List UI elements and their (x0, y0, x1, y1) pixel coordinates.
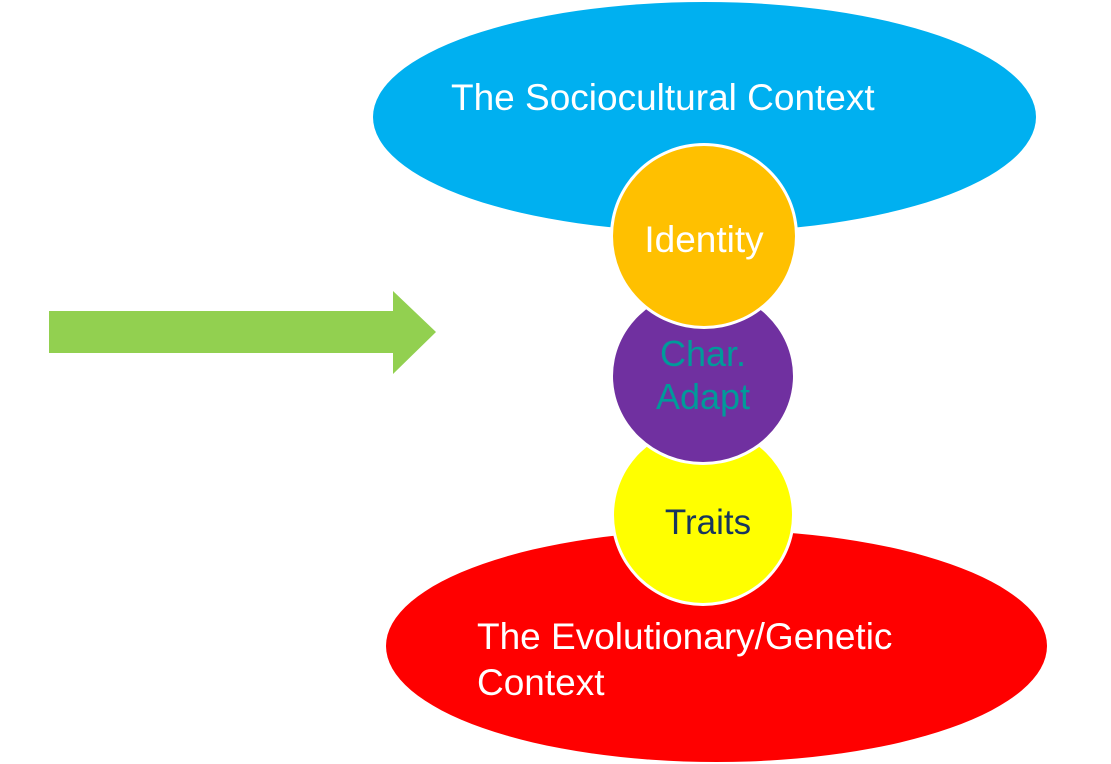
evolutionary-genetic-context-label: The Evolutionary/Genetic Context (477, 614, 997, 706)
characteristic-adaptations-line1: Char. (659, 333, 747, 374)
evolutionary-genetic-context-line2: Context (477, 662, 605, 703)
arrow-shape (49, 291, 436, 374)
traits-label: Traits (664, 503, 752, 542)
characteristic-adaptations-line2: Adapt (655, 376, 751, 417)
identity-label: Identity (644, 219, 764, 260)
traits-circle: Traits (611, 424, 795, 606)
characteristic-adaptations-label: Char. Adapt (613, 332, 793, 418)
right-arrow-icon (49, 291, 436, 374)
sociocultural-context-label: The Sociocultural Context (451, 77, 875, 118)
identity-circle: Identity (610, 143, 798, 329)
evolutionary-genetic-context-line1: The Evolutionary/Genetic (477, 616, 893, 657)
